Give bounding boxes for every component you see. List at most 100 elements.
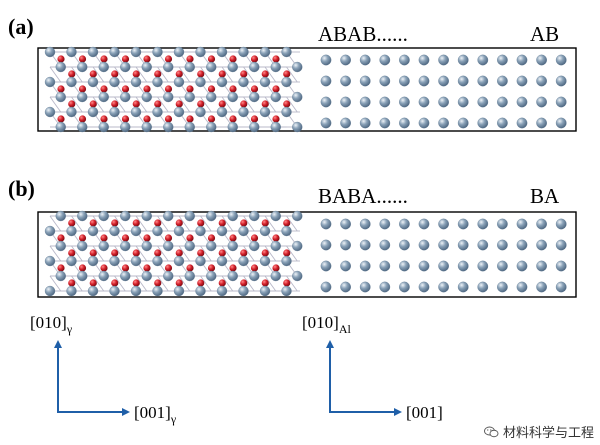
red-atom [100,55,108,63]
gray-atom [249,121,260,133]
red-atom [283,249,291,257]
red-atom [143,264,151,272]
axis-horizontal-label: [001]γ [134,403,177,426]
red-atom [272,85,280,93]
gray-atom [163,270,174,282]
gray-atom [238,255,249,267]
gray-atom [120,61,131,73]
gray-atom [55,240,66,252]
al-atom [340,54,351,66]
bond [157,215,169,232]
red-atom [240,100,248,108]
gray-atom [141,121,152,133]
gray-atom [270,91,281,103]
red-atom [261,70,269,78]
red-atom [283,70,291,78]
al-atom [340,260,351,272]
al-atom [340,218,351,230]
al-atom [340,96,351,108]
al-atom [457,218,469,230]
al-atom [516,260,528,272]
gray-atom [109,225,120,237]
red-atom [164,234,173,242]
gray-atom [141,240,152,252]
gray-atom [281,76,292,88]
gray-atom [98,210,109,222]
bond [286,96,298,113]
red-atom [250,55,259,63]
gray-atom [249,61,260,73]
gray-atom [87,225,99,237]
red-atom [132,249,140,257]
bond [264,66,277,83]
gray-atom [216,285,228,297]
bond [264,245,277,262]
al-atom [399,54,410,66]
al-atom [536,96,547,108]
gray-atom [281,255,292,267]
gray-atom [195,46,206,58]
gray-atom [152,46,163,58]
gray-atom [206,121,217,133]
gray-atom [173,285,185,297]
red-atom [207,55,216,63]
bond [92,245,105,262]
gray-atom [195,106,206,118]
gray-atom [249,270,260,282]
red-atom [78,85,87,93]
bond [200,66,212,83]
bond [71,96,83,113]
gray-atom [227,91,238,103]
al-atom [516,96,528,108]
gray-atom [173,76,185,88]
bond [92,96,105,113]
red-atom [261,249,269,257]
red-atom [57,55,65,63]
bond [221,245,234,262]
red-atom [197,70,205,78]
gray-atom [152,76,163,88]
al-atom [418,96,430,108]
gamma-phase-region [44,46,303,133]
al-atom [477,75,489,87]
red-atom [132,279,140,287]
al-atom [497,281,508,293]
gray-atom [77,270,88,282]
gray-atom [130,225,142,237]
end-sequence-label: BA [530,184,560,208]
panel-label: (a) [8,14,34,39]
al-atom [359,218,371,230]
al-atom [555,218,567,230]
panel-label: (b) [8,176,35,201]
bond [49,215,62,232]
bond [114,245,126,262]
gray-atom [206,210,217,222]
gray-atom [216,225,228,237]
al-atom [438,96,449,108]
bond [286,215,298,232]
gray-atom [259,285,271,297]
bond [135,66,148,83]
al-atom [457,281,469,293]
al-atom [359,260,371,272]
red-atom [240,219,248,227]
al-atom [359,75,371,87]
red-atom [240,70,248,78]
red-atom [154,100,162,108]
red-atom [207,85,216,93]
al-atom [399,260,410,272]
al-atom [497,117,508,129]
red-atom [197,100,205,108]
gray-atom [227,61,238,73]
red-atom [229,85,237,93]
al-atom [340,75,351,87]
al-atom [320,218,332,230]
red-atom [164,115,173,123]
red-atom [154,70,162,78]
gray-atom [44,285,56,297]
gray-atom [184,91,195,103]
gray-atom [141,270,152,282]
al-atom [438,281,449,293]
al-atom [457,96,469,108]
al-atom [399,75,410,87]
